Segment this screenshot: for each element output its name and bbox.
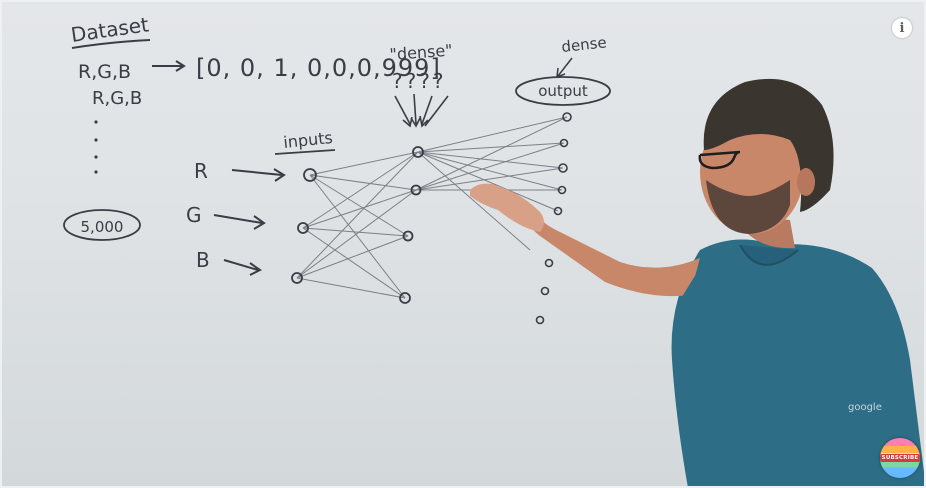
inputs-label: inputs [282,128,333,152]
info-icon: i [899,20,905,36]
subscribe-button[interactable]: SUBSCRIBE [880,438,920,478]
input-b-label: B [196,248,210,272]
dense-output-arrow [556,57,573,79]
dense-hidden-label: "dense" [389,41,453,64]
question-arrows [394,93,449,128]
count-circle [63,209,141,241]
input-arrows [213,168,286,276]
inputs-underline [274,149,336,155]
presenter-glasses [698,150,741,170]
presenter-arm [525,210,700,297]
presenter-beard [706,180,790,234]
output-circle [515,76,611,106]
subscribe-label: SUBSCRIBE [880,454,920,462]
input-nodes [291,168,317,284]
question-marks: ???? [392,69,446,93]
dataset-row-1: R,G,B [78,61,131,83]
output-label: output [538,82,588,100]
presenter-shirt [671,239,926,488]
input-r-label: R [194,159,208,183]
input-g-label: G [186,203,202,227]
output-nodes [535,112,572,325]
ellipsis-dots [94,120,98,174]
dataset-count: 5,000 [81,218,124,236]
arrow-to-vector [152,60,186,72]
dataset-row-2: R,G,B [92,88,142,109]
one-hot-vector: [0, 0, 1, 0,0,0,999] [196,54,441,82]
dataset-underline [71,39,151,49]
shirt-logo: google [848,402,882,413]
info-button[interactable]: i [892,18,912,38]
hidden-nodes [399,146,424,304]
dense-output-label: dense [561,33,608,56]
network-connections [296,116,568,299]
presenter: google [470,78,926,488]
presenter-hand [470,183,544,232]
dataset-label: Dataset [69,12,150,47]
